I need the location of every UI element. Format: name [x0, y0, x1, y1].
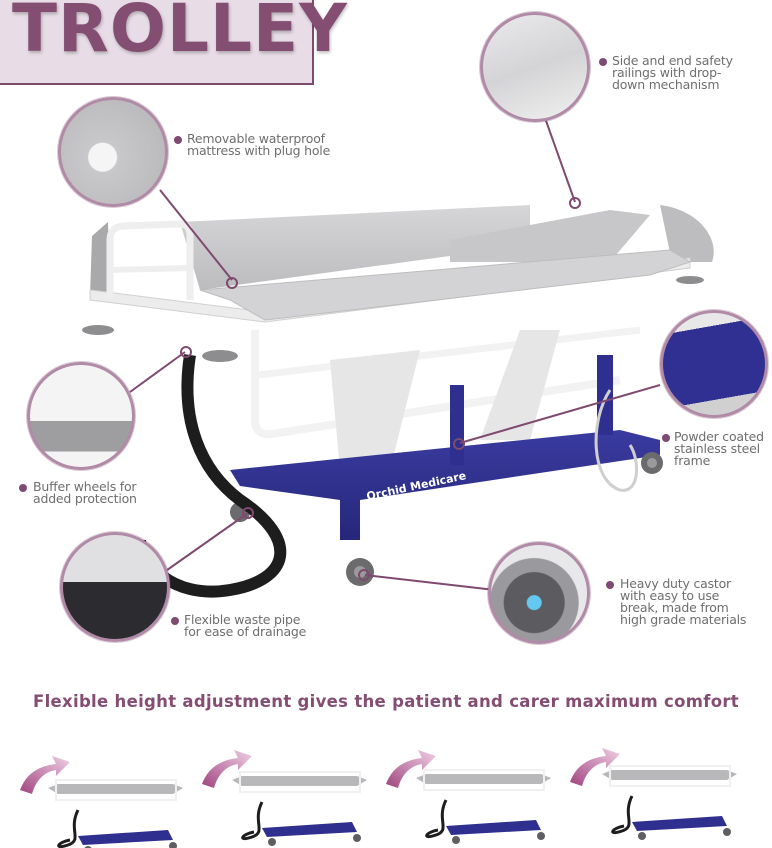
detail-buffer-wheel	[27, 362, 135, 470]
height-adjustment-headline: Flexible height adjustment gives the pat…	[33, 692, 739, 711]
detail-castor	[488, 542, 590, 644]
detail-mattress-plug	[58, 97, 168, 207]
height-position-3	[386, 750, 553, 846]
height-positions-strip	[20, 748, 739, 848]
bullet-icon	[606, 581, 614, 589]
bullet-icon	[171, 617, 179, 625]
page-title: TROLLEY	[12, 0, 348, 67]
bullet-icon	[19, 484, 27, 492]
height-position-2	[202, 750, 369, 848]
bullet-icon	[599, 58, 607, 66]
detail-waste-pipe	[60, 532, 170, 642]
trolley-illustration	[82, 117, 714, 598]
bullet-icon	[662, 434, 670, 442]
height-position-1	[20, 756, 185, 848]
detail-frame	[660, 310, 768, 418]
title-box: TROLLEY	[0, 0, 347, 85]
detail-railings	[480, 12, 590, 122]
height-position-4	[570, 748, 739, 842]
bullet-icon	[174, 136, 182, 144]
